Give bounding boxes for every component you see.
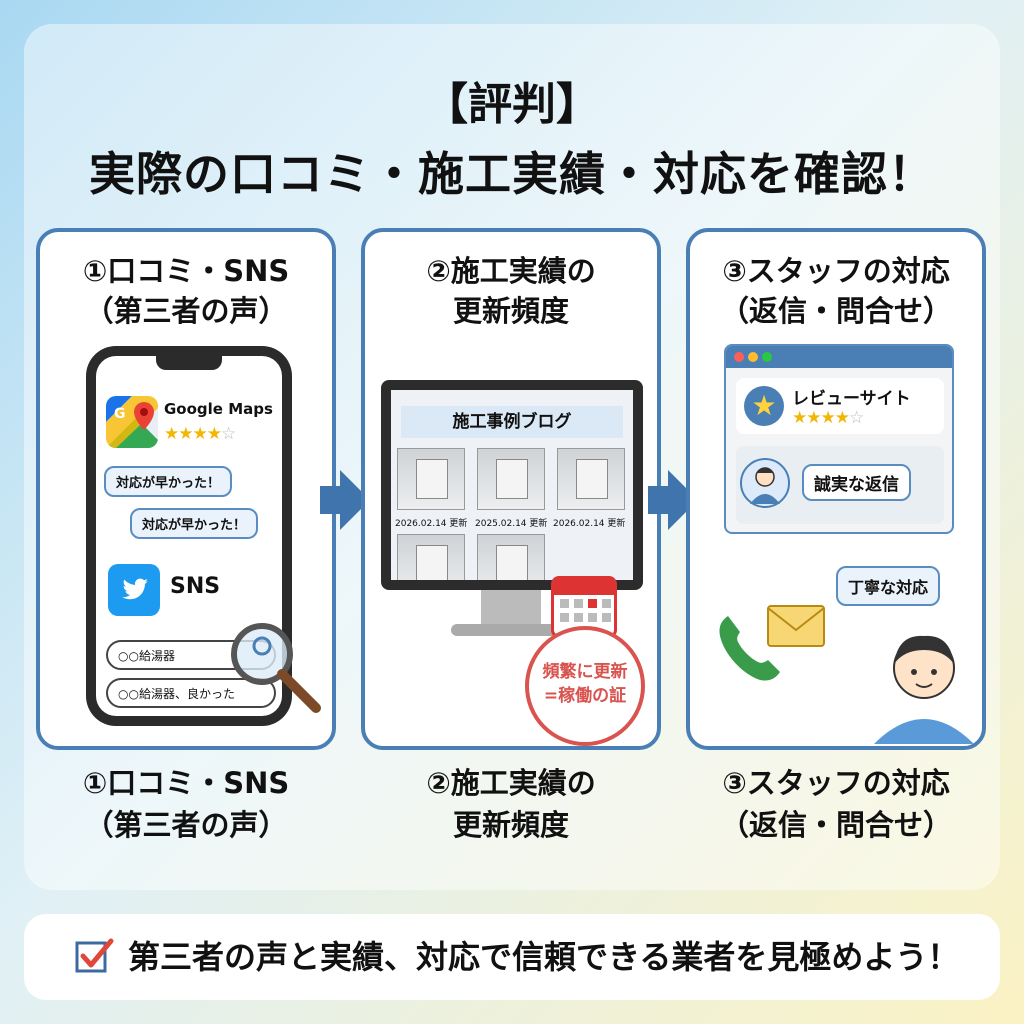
panel-staff-response: ③スタッフの対応 （返信・問合せ） ★ レビューサイト ★★★★☆ 誠実な返信 … bbox=[686, 228, 986, 750]
star-icon: ★ bbox=[744, 386, 784, 426]
caption-title: ②施工実績の bbox=[426, 766, 596, 800]
reply-bubble: 誠実な返信 bbox=[802, 464, 911, 501]
water-heater-photo bbox=[557, 448, 625, 510]
caption-subtitle: （第三者の声） bbox=[84, 808, 288, 842]
water-heater-photo bbox=[397, 534, 465, 580]
reply-row: 誠実な返信 bbox=[736, 446, 944, 524]
sns-label: SNS bbox=[170, 574, 221, 599]
update-date: 2026.02.14 更新 bbox=[553, 519, 626, 529]
update-date: 2026.02.14 更新 bbox=[395, 519, 468, 529]
customer-person-icon bbox=[864, 620, 984, 744]
water-heater-photo bbox=[397, 448, 465, 510]
rating-stars: ★★★★☆ bbox=[792, 408, 864, 428]
stamp-line: 頻繁に更新 bbox=[542, 662, 628, 682]
panel-subtitle: 更新頻度 bbox=[452, 294, 569, 328]
stamp-line: =稼働の証 bbox=[543, 686, 627, 706]
phone-handset-icon bbox=[712, 608, 792, 688]
summary-text: 第三者の声と実績、対応で信頼できる業者を見極めよう！ bbox=[128, 938, 960, 976]
mail-icon bbox=[766, 604, 826, 648]
panel-title: ①口コミ・SNS bbox=[82, 254, 290, 288]
browser-titlebar bbox=[726, 346, 952, 368]
water-heater-photo bbox=[477, 534, 545, 580]
browser-window: ★ レビューサイト ★★★★☆ 誠実な返信 bbox=[724, 344, 954, 534]
page-title: 実際の口コミ・施工実績・対応を確認！ bbox=[89, 147, 935, 201]
page-title-tag: 【評判】 bbox=[424, 79, 600, 130]
panel-title: ③スタッフの対応 bbox=[722, 254, 950, 288]
caption-title: ③スタッフの対応 bbox=[722, 766, 950, 800]
frequent-update-stamp: 頻繁に更新 =稼働の証 bbox=[525, 626, 645, 746]
blog-screen: 施工事例ブログ 2026.02.14 更新 2025.02.14 更新 2026… bbox=[391, 390, 633, 580]
rating-stars: ★★★★☆ bbox=[164, 424, 236, 444]
smartphone-illustration: G Google Maps ★★★★☆ 対応が早かった！ 対応が早かった！ SN… bbox=[86, 346, 292, 726]
monitor-illustration: 施工事例ブログ 2026.02.14 更新 2025.02.14 更新 2026… bbox=[381, 380, 643, 648]
checkbox-checked-icon bbox=[74, 936, 114, 976]
search-result-row: ○○給湯器、良かった bbox=[106, 678, 276, 708]
update-date: 2025.02.14 更新 bbox=[475, 519, 548, 529]
summary-footer: 第三者の声と実績、対応で信頼できる業者を見極めよう！ bbox=[24, 914, 1000, 1000]
caption-title: ①口コミ・SNS bbox=[82, 766, 290, 800]
review-bubble: 対応が早かった！ bbox=[104, 466, 233, 497]
review-bubble: 対応が早かった！ bbox=[130, 508, 259, 539]
panel-subtitle: （返信・問合せ） bbox=[719, 294, 952, 328]
maps-app-name: Google Maps bbox=[164, 400, 273, 418]
twitter-icon bbox=[108, 564, 160, 616]
blog-title: 施工事例ブログ bbox=[401, 406, 623, 438]
panel-construction-records: ②施工実績の 更新頻度 施工事例ブログ 2026.02.14 更新 2025.0… bbox=[361, 228, 661, 750]
magnifier-icon bbox=[226, 618, 326, 718]
panel-reviews-sns: ①口コミ・SNS （第三者の声） G Google Maps ★★★★☆ 対応が… bbox=[36, 228, 336, 750]
caption-subtitle: 更新頻度 bbox=[452, 808, 569, 842]
panel-title: ②施工実績の bbox=[426, 254, 596, 288]
panel-subtitle: （第三者の声） bbox=[84, 294, 288, 328]
water-heater-photo bbox=[477, 448, 545, 510]
monitor-base bbox=[451, 624, 571, 636]
staff-avatar bbox=[740, 458, 790, 508]
review-site-card: ★ レビューサイト ★★★★☆ bbox=[736, 378, 944, 434]
google-maps-icon: G bbox=[106, 396, 158, 448]
svg-text:G: G bbox=[114, 406, 126, 422]
monitor-stand bbox=[481, 590, 541, 626]
polite-response-bubble: 丁寧な対応 bbox=[836, 566, 941, 606]
caption-subtitle: （返信・問合せ） bbox=[719, 808, 952, 842]
phone-notch bbox=[156, 356, 222, 370]
review-site-name: レビューサイト bbox=[792, 389, 911, 409]
